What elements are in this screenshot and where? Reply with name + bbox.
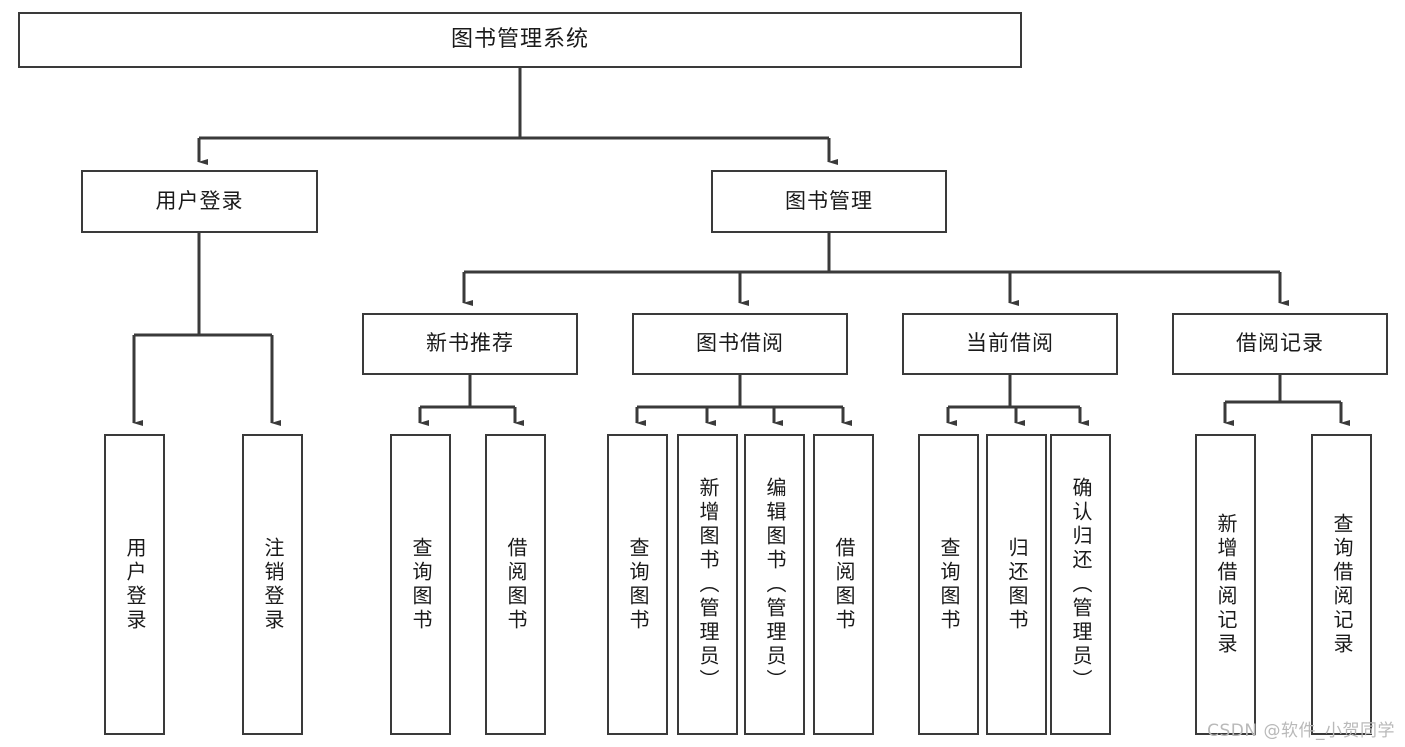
- node-label: 查询图书: [409, 536, 433, 633]
- leaf-return-book[interactable]: 归还图书: [986, 434, 1047, 735]
- node-label: 借阅图书: [832, 536, 856, 633]
- node-label: 图书管理: [785, 188, 873, 213]
- leaf-borrow-book-recommend[interactable]: 借阅图书: [485, 434, 546, 735]
- node-current-borrow[interactable]: 当前借阅: [902, 313, 1118, 375]
- leaf-query-book-current[interactable]: 查询图书: [918, 434, 979, 735]
- node-label: 确认归还（管理员）: [1069, 476, 1093, 693]
- node-label: 新增图书（管理员）: [696, 476, 720, 693]
- leaf-logout[interactable]: 注销登录: [242, 434, 303, 735]
- node-book-management[interactable]: 图书管理: [711, 170, 947, 233]
- leaf-add-borrow-record[interactable]: 新增借阅记录: [1195, 434, 1256, 735]
- node-label: 查询借阅记录: [1330, 512, 1354, 657]
- leaf-borrow-book[interactable]: 借阅图书: [813, 434, 874, 735]
- leaf-confirm-return-admin[interactable]: 确认归还（管理员）: [1050, 434, 1111, 735]
- leaf-query-borrow-record[interactable]: 查询借阅记录: [1311, 434, 1372, 735]
- leaf-user-login[interactable]: 用户登录: [104, 434, 165, 735]
- node-label: 当前借阅: [966, 331, 1054, 356]
- node-book-borrow[interactable]: 图书借阅: [632, 313, 848, 375]
- leaf-edit-book-admin[interactable]: 编辑图书（管理员）: [744, 434, 805, 735]
- node-user-login[interactable]: 用户登录: [81, 170, 318, 233]
- node-label: 注销登录: [261, 536, 285, 633]
- node-label: 借阅记录: [1236, 331, 1324, 356]
- node-new-book-recommend[interactable]: 新书推荐: [362, 313, 578, 375]
- node-label: 借阅图书: [504, 536, 528, 633]
- leaf-add-book-admin[interactable]: 新增图书（管理员）: [677, 434, 738, 735]
- node-label: 编辑图书（管理员）: [763, 476, 787, 693]
- node-label: 查询图书: [626, 536, 650, 633]
- node-label: 新书推荐: [426, 331, 514, 356]
- leaf-query-book-recommend[interactable]: 查询图书: [390, 434, 451, 735]
- node-root-system[interactable]: 图书管理系统: [18, 12, 1022, 68]
- node-borrow-record[interactable]: 借阅记录: [1172, 313, 1388, 375]
- node-label: 查询图书: [937, 536, 961, 633]
- node-label: 新增借阅记录: [1214, 512, 1238, 657]
- leaf-query-book-borrow[interactable]: 查询图书: [607, 434, 668, 735]
- node-label: 归还图书: [1005, 536, 1029, 633]
- node-label: 用户登录: [155, 188, 244, 213]
- node-label: 用户登录: [123, 536, 147, 633]
- node-label: 图书借阅: [696, 331, 784, 356]
- node-label: 图书管理系统: [450, 26, 589, 52]
